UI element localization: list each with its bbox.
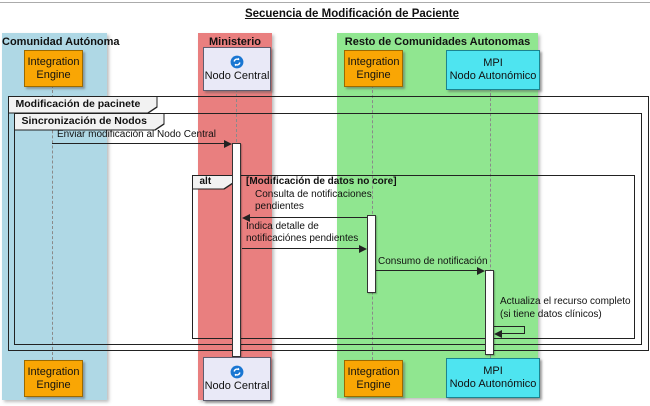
lifeline-integration-engine-ca: [52, 85, 53, 360]
activation-nodo-central: [232, 143, 241, 357]
participant-label: Engine: [36, 378, 71, 391]
page-top-rule: [0, 2, 650, 3]
participant-label: MPI: [483, 57, 503, 69]
message-indica-detalle-line2: notificaciónes pendientes: [246, 233, 359, 244]
participant-label: Nodo Central: [204, 70, 270, 82]
message-actualiza-recurso-line1: Actualiza el recurso completo: [500, 296, 631, 307]
participant-label: Integration: [347, 55, 400, 68]
group-comunidad-autonoma: Comunidad Autónoma: [2, 33, 120, 400]
group-comunidad-label: Comunidad Autónoma: [2, 36, 120, 48]
sync-icon: [230, 365, 244, 379]
participant-label: Integration: [347, 365, 400, 378]
message-enviar-modificacion: Enviar modificación al Nodo Central: [57, 129, 216, 140]
sync-icon: [230, 55, 244, 69]
frame-sincronizacion-label: Sincronización de Nodos: [15, 114, 164, 130]
arrowhead-right-icon: [224, 140, 232, 148]
self-message-top-line: [494, 326, 524, 327]
diagram-title: Secuencia de Modificación de Paciente: [244, 8, 460, 20]
participant-label: Engine: [36, 68, 71, 81]
message-indica-detalle-line: [242, 248, 359, 249]
activation-mpi: [485, 270, 494, 355]
arrowhead-right-icon: [359, 245, 367, 253]
participant-mpi-top: MPI Nodo Autonómico: [446, 50, 540, 90]
participant-label: Nodo Autonómico: [449, 378, 537, 390]
lifeline-mpi: [490, 88, 491, 358]
participant-integration-engine-ca-top: Integration Engine: [24, 50, 83, 87]
arrowhead-right-icon: [477, 267, 485, 275]
frame-alt: alt: [192, 175, 635, 339]
participant-label: Integration: [27, 365, 80, 378]
activation-integration-engine-resto: [367, 215, 376, 293]
participant-label: MPI: [483, 365, 503, 377]
participant-label: Engine: [356, 68, 391, 81]
participant-integration-engine-resto-bottom: Integration Engine: [344, 360, 403, 397]
frame-alt-label: alt: [193, 176, 233, 189]
message-consumo-notificacion: Consumo de notificación: [378, 256, 488, 267]
participant-nodo-central-bottom: Nodo Central: [203, 357, 271, 401]
message-actualiza-recurso-line2: (si tiene datos clínicos): [500, 309, 602, 320]
frame-modificacion-paciente: Modificación de pacinete: [8, 96, 649, 351]
frame-sincronizacion-tab: Sincronización de Nodos: [14, 113, 165, 131]
message-indica-detalle-line1: Indica detalle de: [246, 221, 319, 232]
participant-mpi-bottom: MPI Nodo Autonómico: [446, 358, 540, 398]
group-resto-label: Resto de Comunidades Autonomas: [344, 36, 531, 48]
alt-guard-condition: [Modificación de datos no core]: [246, 176, 397, 187]
frame-modificacion-tab: Modificación de pacinete: [8, 96, 158, 114]
message-consulta-notificaciones-line1: Consulta de notificaciones: [255, 189, 372, 200]
participant-label: Engine: [356, 378, 391, 391]
self-message-bottom-line: [502, 333, 524, 334]
message-consulta-notificaciones-line2: pendientes: [255, 201, 304, 212]
participant-nodo-central-top: Nodo Central: [203, 47, 271, 91]
arrowhead-left-icon: [242, 214, 250, 222]
frame-modificacion-label: Modificación de pacinete: [9, 97, 157, 113]
message-enviar-modificacion-line: [52, 143, 224, 144]
participant-integration-engine-ca-bottom: Integration Engine: [24, 360, 83, 397]
arrowhead-left-icon: [494, 330, 502, 338]
group-ministerio-label: Ministerio: [209, 36, 261, 48]
frame-alt-tab: alt: [192, 175, 234, 190]
participant-integration-engine-resto-top: Integration Engine: [344, 50, 403, 87]
frame-sincronizacion-nodos: Sincronización de Nodos: [14, 113, 642, 345]
self-message-right-line: [524, 326, 525, 334]
participant-label: Integration: [27, 55, 80, 68]
message-consumo-line: [376, 270, 477, 271]
participant-label: Nodo Central: [204, 380, 270, 392]
message-consulta-line: [250, 217, 367, 218]
participant-label: Nodo Autonómico: [449, 70, 537, 82]
